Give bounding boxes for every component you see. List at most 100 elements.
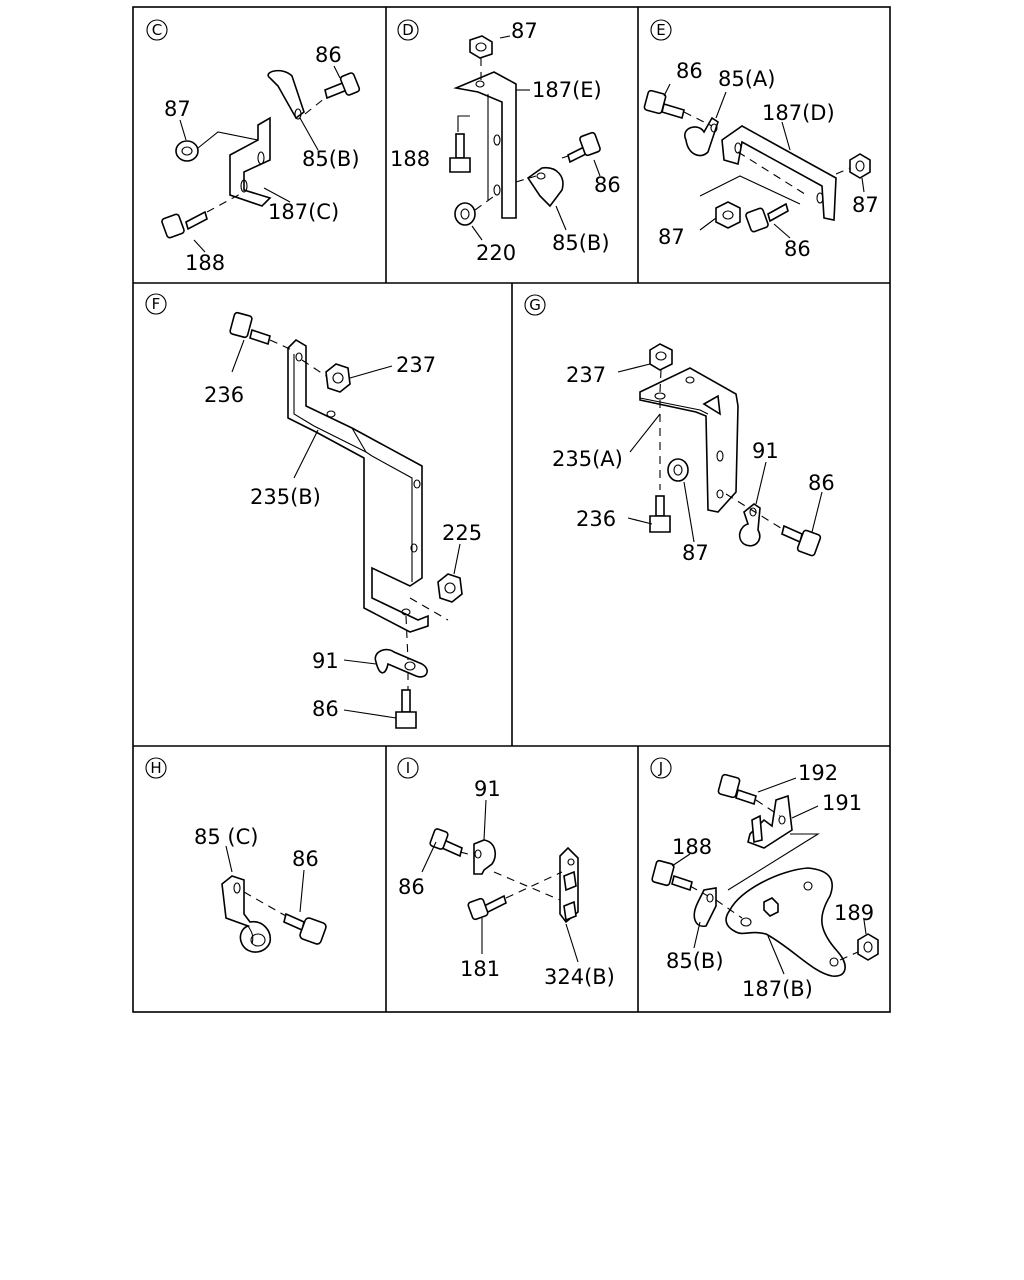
clip-91	[374, 648, 428, 678]
callout-label: 85(B)	[302, 147, 360, 171]
panel-e: E	[643, 19, 879, 261]
callout-label: 192	[798, 761, 838, 785]
nut-icon	[454, 202, 476, 226]
nut-icon	[649, 343, 673, 371]
callout-label: 236	[204, 383, 244, 407]
panel-c-id: C	[152, 21, 162, 39]
callout-label: 187(D)	[762, 101, 835, 125]
callout-label: 188	[672, 835, 712, 859]
callout-label: 87	[852, 193, 879, 217]
panel-e-marker: E	[650, 19, 672, 41]
callout-label: 86	[312, 697, 339, 721]
callout-label: 91	[312, 649, 339, 673]
bolt-icon	[161, 210, 208, 239]
callout-label: 225	[442, 521, 482, 545]
bolt-icon	[449, 133, 471, 173]
bracket-324b	[559, 846, 579, 924]
clip-91	[738, 503, 761, 547]
panel-c: C 86 87 85(B) 187(C)	[146, 19, 361, 275]
callout-label: 191	[822, 791, 862, 815]
bracket-235b	[287, 338, 429, 633]
diagram-frame	[132, 6, 891, 1013]
callout-label: 236	[576, 507, 616, 531]
panel-i: I 91 86 181 324(B)	[397, 757, 615, 989]
nut-icon	[437, 573, 463, 603]
nut-icon	[175, 140, 199, 162]
panel-h: H 85 (C) 86	[145, 757, 327, 953]
callout-label: 86	[315, 43, 342, 67]
clip-85c	[221, 875, 272, 953]
callout-label: 86	[594, 173, 621, 197]
bracket-187d	[721, 125, 837, 221]
bracket-191	[747, 794, 793, 849]
panel-d-marker: D	[397, 19, 419, 41]
callout-label: 237	[396, 353, 436, 377]
bolt-icon	[651, 859, 693, 892]
nut-icon	[857, 933, 879, 961]
callout-label: 188	[390, 147, 430, 171]
bolt-icon	[781, 524, 822, 557]
callout-label: 91	[752, 439, 779, 463]
callout-label: 235(B)	[250, 485, 321, 509]
panel-f-marker: F	[145, 293, 167, 315]
bolt-icon	[324, 72, 361, 100]
callout-label: 85 (C)	[194, 825, 258, 849]
bolt-icon	[649, 495, 671, 533]
callout-label: 235(A)	[552, 447, 623, 471]
bracket-187c	[229, 69, 305, 207]
clip-85a	[684, 116, 719, 157]
callout-label: 324(B)	[544, 965, 615, 989]
bracket-235a	[639, 367, 739, 513]
clip-85b	[526, 166, 564, 208]
callout-label: 86	[808, 471, 835, 495]
callout-label: 87	[164, 97, 191, 121]
callout-label: 187(C)	[268, 200, 339, 224]
bracket-187e	[453, 71, 517, 219]
panel-g: G	[524, 294, 835, 565]
callout-label: 237	[566, 363, 606, 387]
nut-icon	[469, 35, 493, 59]
bolt-icon	[467, 894, 507, 921]
bolt-icon	[745, 202, 789, 233]
panel-i-id: I	[406, 759, 410, 777]
panel-h-id: H	[150, 759, 161, 777]
callout-label: 87	[511, 19, 538, 43]
panel-g-marker: G	[524, 294, 546, 316]
clip-85b	[693, 887, 717, 927]
panel-e-id: E	[656, 21, 665, 39]
panel-g-id: G	[529, 296, 541, 314]
panel-d-id: D	[402, 21, 414, 39]
panel-j-id: J	[658, 759, 663, 777]
bolt-icon	[229, 311, 271, 346]
callout-label: 86	[676, 59, 703, 83]
callout-label: 85(B)	[666, 949, 724, 973]
callout-label: 85(B)	[552, 231, 610, 255]
callout-label: 181	[460, 957, 500, 981]
callout-label: 187(E)	[532, 78, 602, 102]
bolt-icon	[717, 773, 757, 806]
callout-label: 189	[834, 901, 874, 925]
callout-label: 188	[185, 251, 225, 275]
panel-j-marker: J	[650, 757, 672, 779]
callout-label: 86	[784, 237, 811, 261]
bolt-icon	[395, 689, 417, 729]
callout-label: 86	[292, 847, 319, 871]
panel-i-marker: I	[397, 757, 419, 779]
washer-icon	[667, 458, 689, 482]
panel-c-marker: C	[146, 19, 168, 41]
bolt-icon	[283, 912, 327, 945]
callout-label: 187(B)	[742, 977, 813, 1001]
panel-d: D	[390, 19, 621, 265]
panel-h-marker: H	[145, 757, 167, 779]
panel-j: J	[650, 757, 879, 1001]
callout-label: 85(A)	[718, 67, 775, 91]
nut-icon	[325, 363, 351, 393]
nut-icon	[849, 153, 871, 179]
panel-f-id: F	[152, 295, 161, 313]
callout-label: 86	[398, 875, 425, 899]
bolt-icon	[643, 89, 685, 120]
callout-label: 87	[658, 225, 685, 249]
callout-label: 220	[476, 241, 516, 265]
nut-icon	[715, 201, 741, 229]
